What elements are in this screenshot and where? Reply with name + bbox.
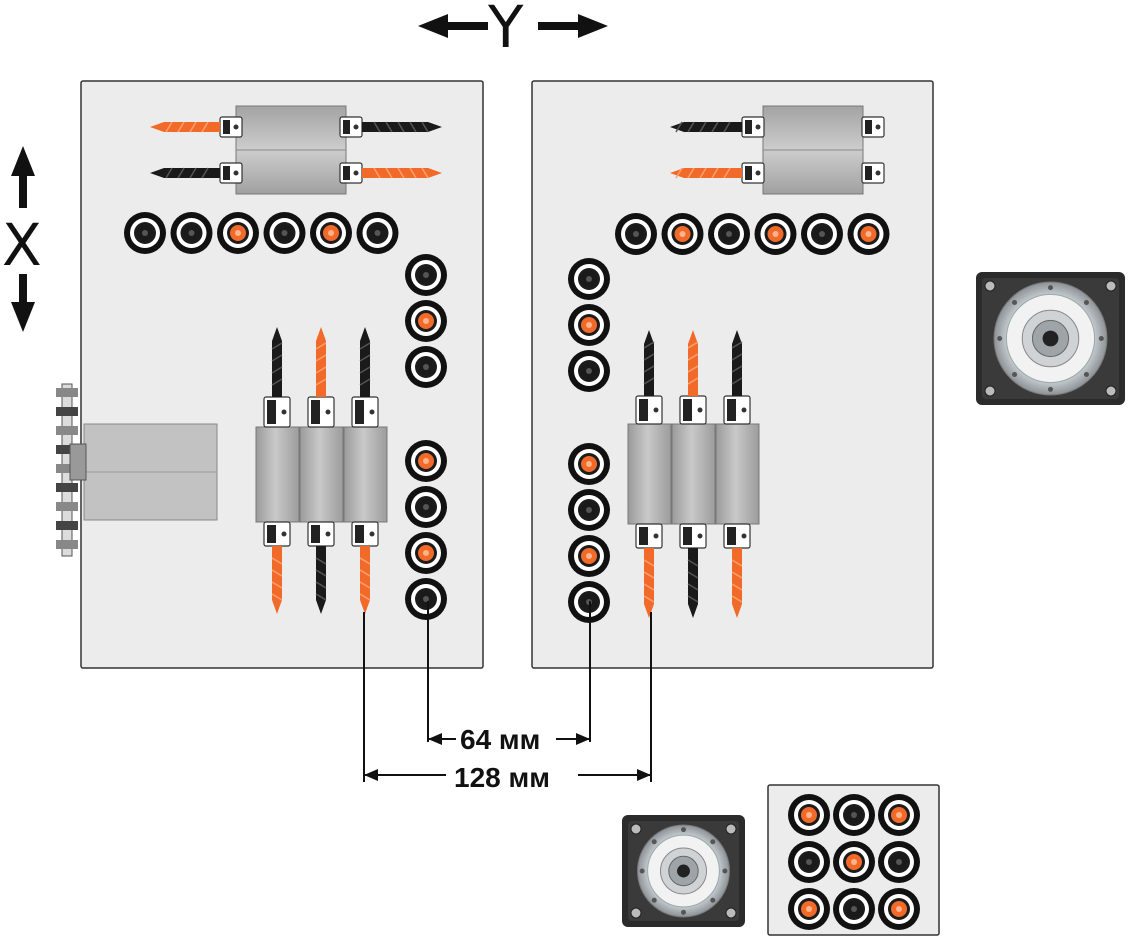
drill-chuck [635, 523, 663, 549]
drill-bit-icon [271, 327, 283, 397]
vertical-spindle-block [299, 426, 344, 523]
drill-chuck [741, 162, 765, 184]
spindle-socket-icon [833, 794, 875, 836]
spindle-socket-icon [568, 350, 610, 392]
spindle-motor-icon [976, 272, 1125, 405]
double-arrow-vertical-icon [11, 146, 35, 332]
drill-chuck [351, 396, 379, 428]
drill-bit-icon [362, 121, 442, 133]
drill-chuck [263, 521, 291, 547]
spindle-socket-icon [405, 254, 447, 296]
drill-chuck [861, 116, 885, 138]
drill-bit-icon [670, 167, 742, 179]
spindle-socket-icon [124, 212, 166, 254]
drill-bit-icon [271, 546, 283, 614]
dimension-arrowhead [428, 733, 442, 745]
spindle-socket-icon [833, 841, 875, 883]
dimension-arrowhead [576, 733, 590, 745]
drill-bit-icon [150, 121, 220, 133]
spindle-socket-icon [405, 346, 447, 388]
dimension-layer [363, 601, 652, 782]
spindle-socket-icon [405, 578, 447, 620]
spindle-socket-icon [568, 304, 610, 346]
vertical-spindle-block [343, 426, 388, 523]
spindle-socket-icon [788, 841, 830, 883]
spindle-socket-icon [788, 794, 830, 836]
spindle-socket-icon [754, 213, 797, 255]
drill-bit-icon [359, 327, 371, 397]
spindle-socket-icon [568, 258, 610, 300]
drill-chuck [723, 523, 751, 549]
dimension-arrowhead [364, 769, 378, 781]
drill-chuck [351, 521, 379, 547]
drill-chuck [723, 395, 751, 425]
spindle-socket-icon [170, 212, 213, 254]
y-axis-label: Y [488, 0, 524, 61]
drill-bit-icon [315, 546, 327, 614]
spindle-socket-icon [356, 212, 399, 254]
x-axis-label: X [2, 211, 42, 279]
drill-bit-icon [315, 327, 327, 397]
spindle-socket-icon [217, 212, 259, 254]
vertical-spindle-block [715, 423, 760, 525]
drill-bit-icon [687, 548, 699, 618]
spindle-socket-icon [708, 213, 750, 255]
double-arrow-horizontal-icon [418, 14, 608, 38]
drill-chuck [339, 162, 363, 184]
spindle-socket-icon [310, 212, 352, 254]
drill-chuck [741, 116, 765, 138]
vertical-spindle-block [671, 423, 716, 525]
dimension-64mm-label: 64 мм [456, 726, 545, 754]
parts-layer [56, 105, 1125, 930]
spindle-socket-icon [878, 888, 920, 930]
drill-chuck [263, 396, 291, 428]
spindle-socket-icon [847, 213, 890, 255]
spindle-socket-icon [788, 888, 830, 930]
spindle-socket-icon [405, 440, 447, 482]
spindle-socket-icon [405, 532, 447, 574]
drill-bit-icon [362, 167, 442, 179]
drill-bit-icon [670, 121, 742, 133]
dimension-arrowhead [637, 769, 651, 781]
drill-chuck [307, 396, 335, 428]
drill-chuck [679, 523, 707, 549]
spindle-socket-icon [615, 213, 657, 255]
drill-chuck [339, 116, 363, 138]
drill-chuck [635, 395, 663, 425]
spindle-socket-icon [568, 443, 610, 485]
spindle-socket-icon [878, 794, 920, 836]
drill-bit-icon [687, 330, 699, 396]
spindle-socket-icon [263, 212, 306, 254]
drill-chuck [219, 162, 243, 184]
spindle-motor-icon [622, 815, 745, 927]
spindle-socket-icon [568, 535, 610, 577]
drill-chuck [861, 162, 885, 184]
spindle-socket-icon [568, 489, 610, 531]
drill-bit-icon [150, 167, 220, 179]
spindle-socket-icon [878, 841, 920, 883]
spindle-socket-icon [661, 213, 704, 255]
spindle-socket-icon [405, 486, 447, 528]
drill-chuck [307, 521, 335, 547]
spindle-socket-icon [405, 300, 447, 342]
vertical-spindle-block [255, 426, 300, 523]
spindle-socket-icon [833, 888, 875, 930]
drill-chuck [679, 395, 707, 425]
drill-bit-icon [643, 330, 655, 396]
drill-bit-icon [731, 548, 743, 618]
vertical-spindle-block [627, 423, 672, 525]
dimension-128mm-label: 128 мм [450, 764, 554, 792]
drill-bit-icon [731, 330, 743, 396]
drill-chuck [219, 116, 243, 138]
drill-bit-icon [643, 548, 655, 618]
spindle-socket-icon [801, 213, 843, 255]
drill-bit-icon [359, 546, 371, 614]
